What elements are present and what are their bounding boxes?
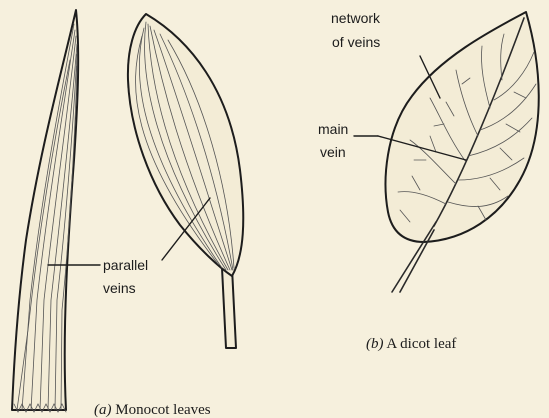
caption-dicot-leaf: (b) A dicot leaf: [366, 336, 456, 352]
network-of-veins-label-line1: network: [331, 10, 381, 26]
parallel-veins-label-line2: veins: [103, 280, 136, 296]
caption-monocot-leaves: (a) Monocot leaves: [94, 402, 211, 418]
dicot-leaf: [386, 12, 539, 292]
network-of-veins-label-line2: of veins: [332, 34, 380, 50]
main-vein-label-line1: main: [318, 121, 348, 137]
main-vein-label-line2: vein: [320, 144, 346, 160]
parallel-veins-label-line1: parallel: [103, 257, 148, 273]
monocot-grass-blade: [12, 10, 78, 412]
monocot-broad-leaf: [128, 14, 243, 348]
